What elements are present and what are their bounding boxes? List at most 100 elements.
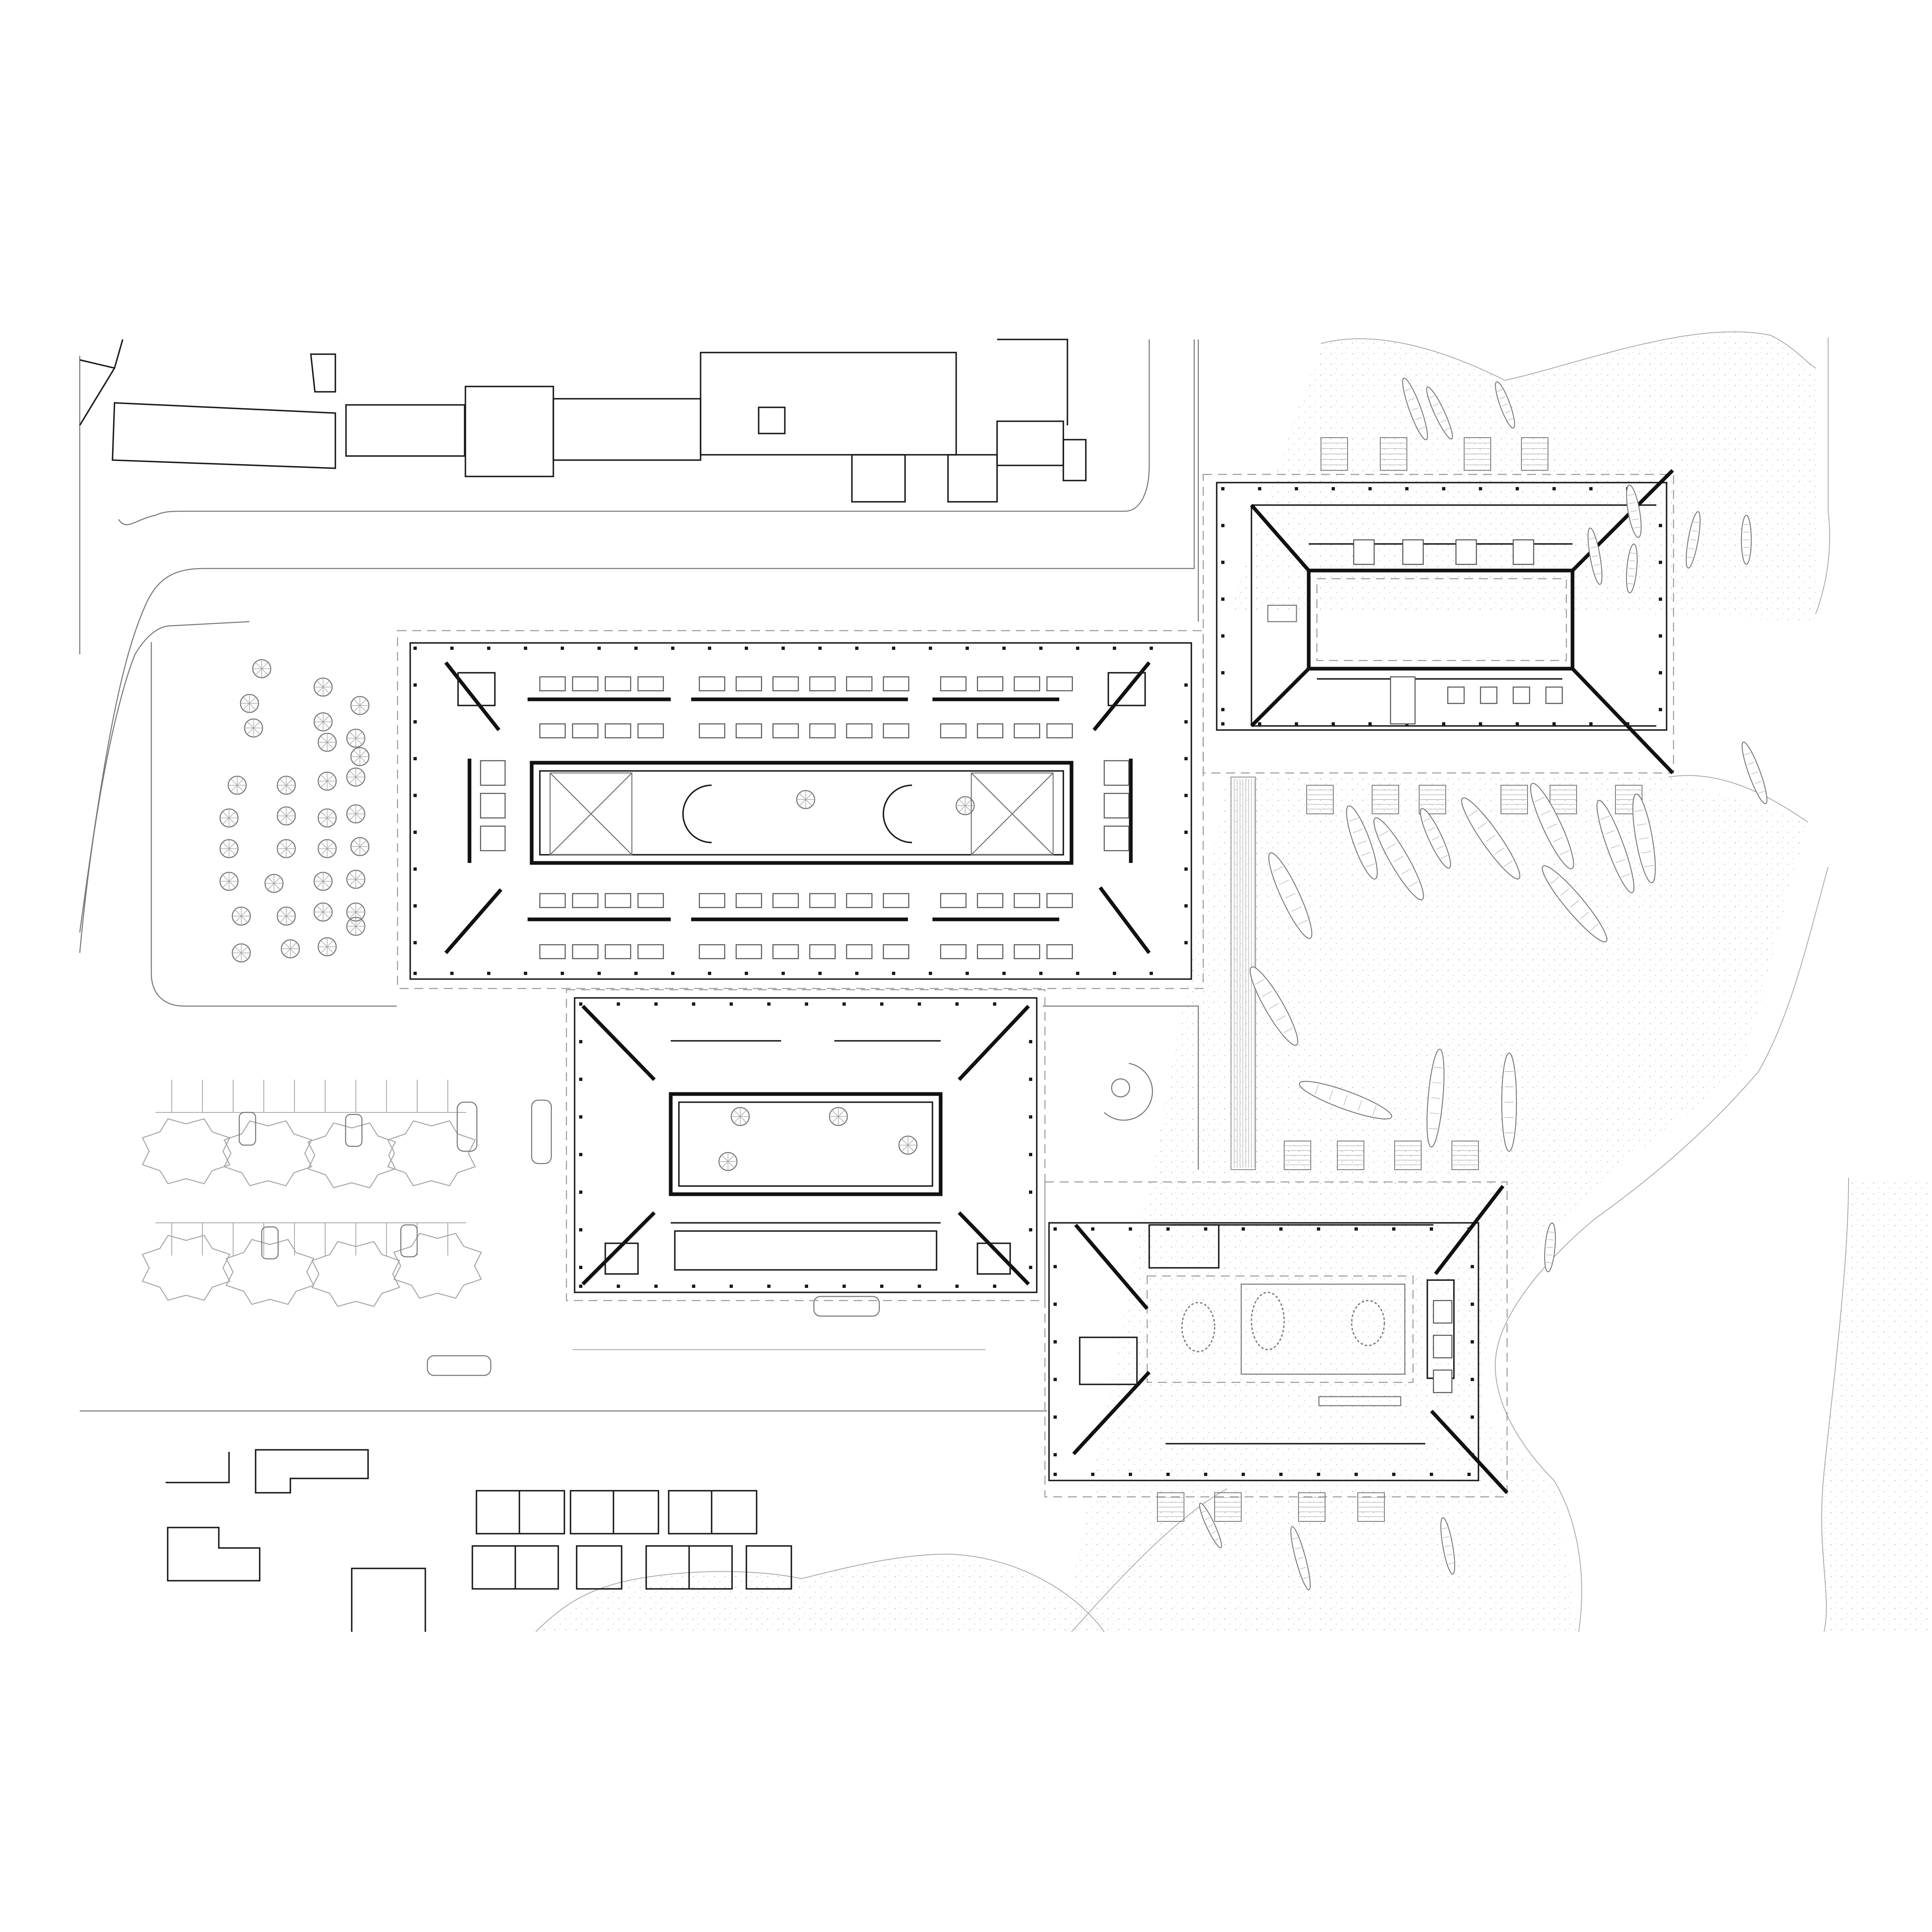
column xyxy=(1029,1228,1032,1231)
boat-ramp xyxy=(1372,785,1399,814)
column xyxy=(1039,647,1042,650)
column xyxy=(966,972,969,975)
desk xyxy=(539,723,566,739)
column xyxy=(1076,647,1079,650)
boat-icon xyxy=(1541,865,1608,943)
tree-icon xyxy=(317,808,337,828)
desk xyxy=(883,944,910,959)
boat-icon xyxy=(1249,966,1298,1046)
tree-icon xyxy=(264,874,284,893)
desk xyxy=(1046,893,1073,908)
column xyxy=(1317,1473,1320,1476)
column xyxy=(1002,647,1006,650)
tree-icon xyxy=(219,839,239,858)
column xyxy=(1184,794,1188,797)
column xyxy=(1076,972,1079,975)
plaza-sculpture xyxy=(1104,1063,1153,1121)
column xyxy=(1392,1227,1395,1231)
column xyxy=(579,1153,582,1156)
tree-icon xyxy=(227,775,247,795)
column xyxy=(1479,487,1482,490)
column xyxy=(617,1002,620,1006)
boat-icon xyxy=(1587,527,1603,585)
column xyxy=(1029,1153,1032,1156)
column xyxy=(579,1115,582,1119)
boat-icon xyxy=(1290,1526,1311,1591)
column xyxy=(671,647,674,650)
boat-ramp xyxy=(1321,437,1348,471)
boat-ramp xyxy=(1419,785,1446,814)
desk xyxy=(846,676,873,692)
column xyxy=(561,972,564,975)
desk xyxy=(1046,944,1073,959)
boat-icon xyxy=(1373,817,1424,901)
desk xyxy=(637,944,664,959)
pavilion-southeast-columns xyxy=(1054,1227,1474,1476)
boat-icon xyxy=(1501,1052,1517,1152)
table xyxy=(1433,1334,1453,1359)
boat-icon xyxy=(1495,381,1515,429)
boat-icon xyxy=(1420,808,1451,869)
column xyxy=(1659,598,1662,601)
column xyxy=(1221,524,1224,527)
desk xyxy=(604,944,631,959)
desk xyxy=(772,893,799,908)
desk xyxy=(940,893,967,908)
desk xyxy=(846,723,873,739)
column xyxy=(767,1002,771,1006)
column xyxy=(1516,722,1519,726)
tree-icon xyxy=(387,1120,476,1186)
desk xyxy=(604,723,631,739)
column xyxy=(818,972,822,975)
column xyxy=(1129,1227,1132,1231)
tree-icon xyxy=(350,747,370,766)
desk xyxy=(883,676,910,692)
pavilion-southeast-planting xyxy=(1181,1292,1453,1393)
column xyxy=(1552,487,1556,490)
column xyxy=(1184,904,1188,908)
parking xyxy=(155,1080,880,1376)
boat-ramp xyxy=(1298,1492,1325,1522)
column xyxy=(579,1078,582,1081)
tree-icon xyxy=(346,917,366,936)
column xyxy=(805,1285,808,1288)
column xyxy=(1029,1115,1032,1119)
tree-icon xyxy=(393,1233,482,1299)
column xyxy=(1295,487,1298,490)
tree-icon xyxy=(276,806,296,826)
boat-icon xyxy=(1440,1517,1456,1575)
column xyxy=(842,1002,846,1006)
column xyxy=(782,647,785,650)
tree-icon xyxy=(730,1107,750,1126)
column xyxy=(818,647,822,650)
column xyxy=(1184,720,1188,723)
column xyxy=(1405,487,1409,490)
tree-icon xyxy=(313,677,333,697)
boat-icon xyxy=(1461,797,1521,880)
desk xyxy=(772,723,799,739)
column xyxy=(1054,1340,1057,1343)
column xyxy=(1113,647,1116,650)
column xyxy=(1029,1040,1032,1043)
tree-icon xyxy=(346,728,366,748)
tree-icon xyxy=(346,804,366,824)
column xyxy=(1091,1473,1094,1476)
desk xyxy=(539,893,566,908)
tree-icon xyxy=(350,696,370,715)
column xyxy=(892,972,895,975)
tree-icon xyxy=(223,1120,312,1186)
column xyxy=(1659,671,1662,674)
tree-icon xyxy=(225,1239,315,1305)
boat-icon xyxy=(1626,544,1638,593)
column xyxy=(1054,1303,1057,1306)
tree-icon xyxy=(350,837,370,856)
desk xyxy=(809,893,836,908)
column xyxy=(692,1285,695,1288)
column xyxy=(1258,487,1261,490)
column xyxy=(1471,1453,1474,1456)
tree-icon xyxy=(252,659,272,678)
room-fixture xyxy=(1402,539,1424,565)
column xyxy=(708,647,711,650)
column xyxy=(1332,722,1335,726)
desk xyxy=(772,944,799,959)
